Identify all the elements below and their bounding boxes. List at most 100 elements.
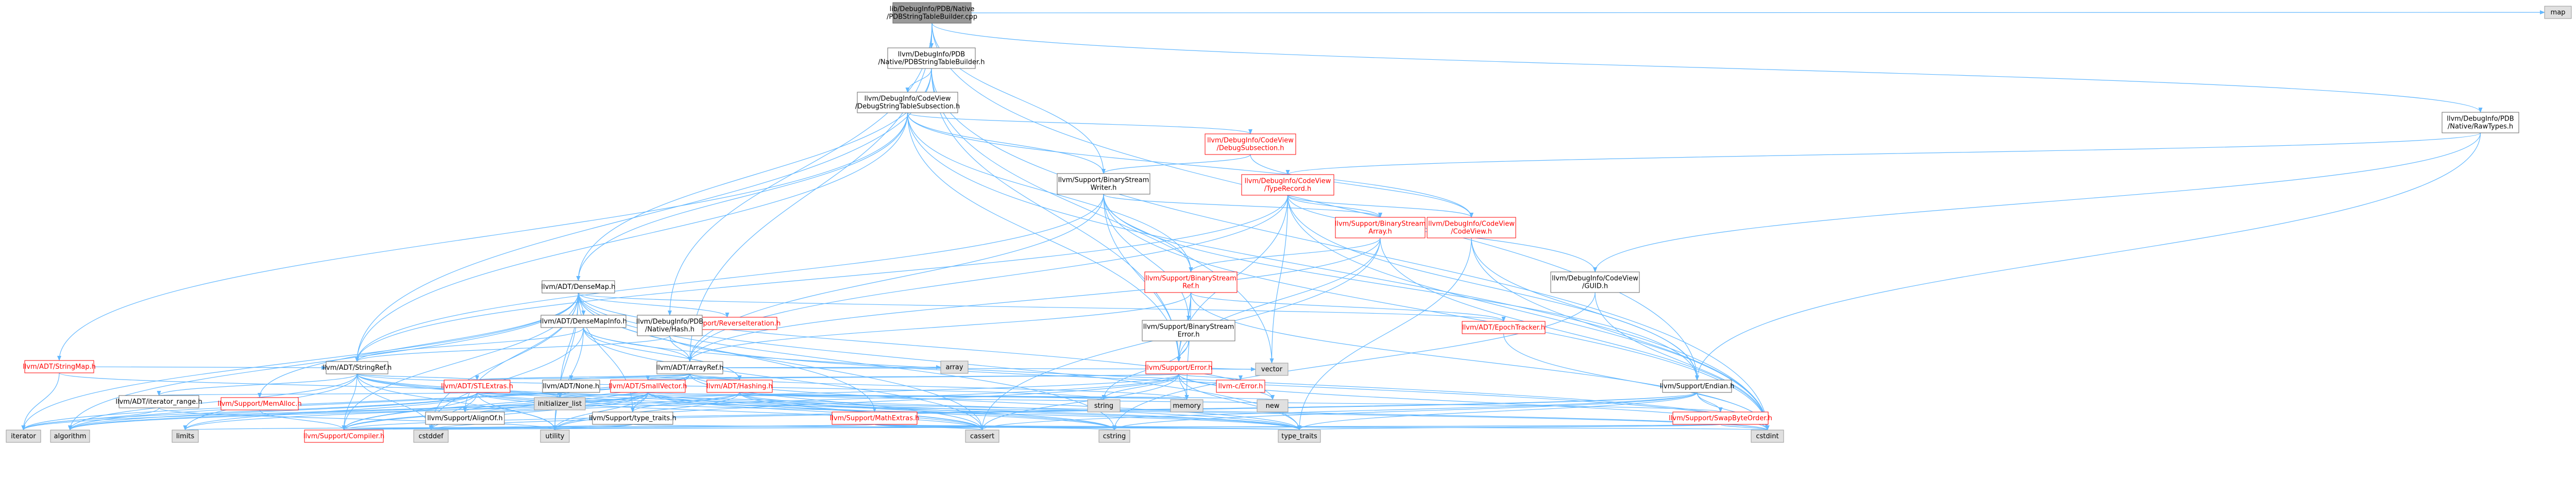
- node-label-typetraits-0: type_traits: [1281, 433, 1317, 440]
- edge-smallvector-to-typetraits: [647, 392, 1301, 431]
- node-box-compiler: [304, 430, 384, 443]
- edge-smallvector-to-compiler: [342, 392, 649, 431]
- node-dsts[interactable]: llvm/DebugInfo/CodeView/DebugStringTable…: [855, 92, 960, 113]
- node-box-cstdint: [1751, 430, 1784, 443]
- node-label-bswriter-1: Writer.h: [1091, 184, 1117, 192]
- node-box-smallvector: [610, 380, 686, 393]
- edge-bsref-to-epoch: [1190, 292, 1506, 322]
- node-epoch[interactable]: llvm/ADT/EpochTracker.h: [1462, 321, 1546, 334]
- node-label-codeview-1: /CodeView.h: [1451, 228, 1492, 236]
- edge-guid-to-cstring: [1112, 292, 1596, 431]
- node-box-swapbyte: [1672, 411, 1769, 425]
- edge-stringref-to-typetraits: [357, 373, 1301, 431]
- node-box-bsarray: [1335, 217, 1426, 238]
- node-pdbstb[interactable]: llvm/DebugInfo/PDB/Native/PDBStringTable…: [878, 47, 985, 69]
- node-cstdint[interactable]: cstdint: [1751, 430, 1784, 443]
- node-arrayref[interactable]: llvm/ADT/ArrayRef.h: [656, 361, 724, 374]
- edge-stringref-to-itrange: [157, 373, 358, 396]
- node-cerror[interactable]: llvm-c/Error.h: [1216, 380, 1265, 393]
- node-initlist[interactable]: initializer_list: [534, 397, 586, 410]
- node-label-error-0: llvm/Support/Error.h: [1145, 364, 1213, 372]
- node-box-hashing: [706, 380, 773, 393]
- edge-stringref-to-stlextras: [357, 373, 479, 381]
- node-typerecord[interactable]: llvm/DebugInfo/CodeView/TypeRecord.h: [1241, 174, 1334, 196]
- edge-arrayref-to-memory: [689, 373, 1189, 400]
- node-array[interactable]: array: [940, 360, 969, 374]
- node-hashing[interactable]: llvm/ADT/Hashing.h: [706, 380, 773, 393]
- node-rawtypes[interactable]: llvm/DebugInfo/PDB/Native/RawTypes.h: [2442, 112, 2519, 133]
- node-map[interactable]: map: [2544, 6, 2572, 19]
- node-iterator[interactable]: iterator: [6, 430, 41, 443]
- node-label-bsref-0: llvm/Support/BinaryStream: [1145, 275, 1236, 283]
- node-box-typetraits: [1278, 430, 1321, 443]
- node-typetraitsh[interactable]: llvm/Support/type_traits.h: [589, 411, 676, 425]
- node-string[interactable]: string: [1087, 399, 1121, 413]
- node-typetraits[interactable]: type_traits: [1278, 430, 1321, 443]
- node-label-cerror-0: llvm-c/Error.h: [1218, 383, 1263, 390]
- node-alignof[interactable]: llvm/Support/AlignOf.h: [425, 411, 505, 425]
- node-endian[interactable]: llvm/Support/Endian.h: [1660, 380, 1735, 393]
- node-cstddef[interactable]: cstddef: [413, 430, 449, 443]
- node-utility[interactable]: utility: [540, 430, 570, 443]
- edge-error-to-cassert: [980, 373, 1179, 431]
- edge-rawtypes-to-endian: [1695, 132, 2481, 381]
- edge-smallvector-to-limits: [183, 392, 649, 431]
- edge-swapbyte-to-cstdint: [1720, 424, 1770, 431]
- node-box-pdbstb: [887, 47, 976, 69]
- node-memalloc[interactable]: llvm/Support/MemAlloc.h: [217, 397, 302, 410]
- node-memory[interactable]: memory: [1170, 399, 1204, 413]
- node-stringref[interactable]: llvm/ADT/StringRef.h: [323, 361, 392, 374]
- node-label-pdbstb-0: llvm/DebugInfo/PDB: [898, 51, 965, 59]
- node-stringmap[interactable]: llvm/ADT/StringMap.h: [23, 360, 96, 373]
- node-label-typetraitsh-0: llvm/Support/type_traits.h: [589, 415, 676, 422]
- edge-root-to-arrayref: [688, 23, 933, 362]
- node-box-bsref: [1144, 271, 1238, 293]
- edge-bswriter-to-stringref: [355, 194, 1104, 362]
- node-cassert[interactable]: cassert: [965, 430, 999, 443]
- node-label-endian-0: llvm/Support/Endian.h: [1660, 383, 1735, 390]
- edge-stlextras-to-utility: [477, 392, 557, 431]
- node-mathextras[interactable]: llvm/Support/MathExtras.h: [830, 411, 920, 425]
- node-label-bswriter-0: llvm/Support/BinaryStream: [1058, 177, 1149, 184]
- node-densemapinfo[interactable]: llvm/ADT/DenseMapInfo.h: [540, 315, 627, 328]
- node-error[interactable]: llvm/Support/Error.h: [1145, 361, 1213, 374]
- node-itrange[interactable]: llvm/ADT/iterator_range.h: [115, 395, 202, 408]
- edge-root-to-pdbhash: [668, 23, 933, 316]
- node-label-pdbhash-0: llvm/DebugInfo/PDB: [636, 318, 703, 326]
- node-new[interactable]: new: [1257, 399, 1289, 413]
- edge-stlextras-to-algorithm: [68, 392, 478, 431]
- node-label-codeview-0: llvm/DebugInfo/CodeView: [1428, 220, 1515, 228]
- edge-arrayref-to-hashing: [689, 373, 742, 381]
- node-densemap[interactable]: llvm/ADT/DenseMap.h: [541, 280, 616, 294]
- node-cstring[interactable]: cstring: [1098, 430, 1130, 443]
- node-stlextras[interactable]: llvm/ADT/STLExtras.h: [441, 380, 513, 393]
- node-swapbyte[interactable]: llvm/Support/SwapByteOrder.h: [1669, 411, 1772, 425]
- node-box-string: [1087, 399, 1121, 413]
- edge-typerecord-to-codeview: [1287, 195, 1473, 218]
- node-codeview[interactable]: llvm/DebugInfo/CodeView/CodeView.h: [1427, 217, 1516, 238]
- node-box-bserror: [1142, 320, 1235, 341]
- node-smallvector[interactable]: llvm/ADT/SmallVector.h: [609, 380, 687, 393]
- node-limits[interactable]: limits: [172, 430, 199, 443]
- node-label-memalloc-0: llvm/Support/MemAlloc.h: [217, 400, 301, 408]
- node-debugsub[interactable]: llvm/DebugInfo/CodeView/DebugSubsection.…: [1205, 133, 1296, 155]
- node-guid[interactable]: llvm/DebugInfo/CodeView/GUID.h: [1550, 271, 1640, 293]
- node-label-pdbstb-1: /Native/PDBStringTableBuilder.h: [878, 59, 985, 66]
- nodes-layer: lib/DebugInfo/PDB/Native/PDBStringTableB…: [6, 2, 2572, 443]
- node-pdbhash[interactable]: llvm/DebugInfo/PDB/Native/Hash.h: [636, 315, 703, 336]
- edge-error-to-compiler: [342, 373, 1179, 431]
- node-label-memory-0: memory: [1173, 402, 1201, 410]
- node-box-dsts: [857, 92, 958, 113]
- node-algorithm[interactable]: algorithm: [50, 430, 90, 443]
- node-box-cstddef: [413, 430, 449, 443]
- node-vector[interactable]: vector: [1255, 363, 1289, 376]
- edge-pdbhash-to-arrayref: [669, 335, 692, 362]
- node-compiler[interactable]: llvm/Support/Compiler.h: [303, 430, 384, 443]
- node-none[interactable]: llvm/ADT/None.h: [542, 380, 600, 393]
- edge-dsts-to-cstdint: [907, 112, 1770, 431]
